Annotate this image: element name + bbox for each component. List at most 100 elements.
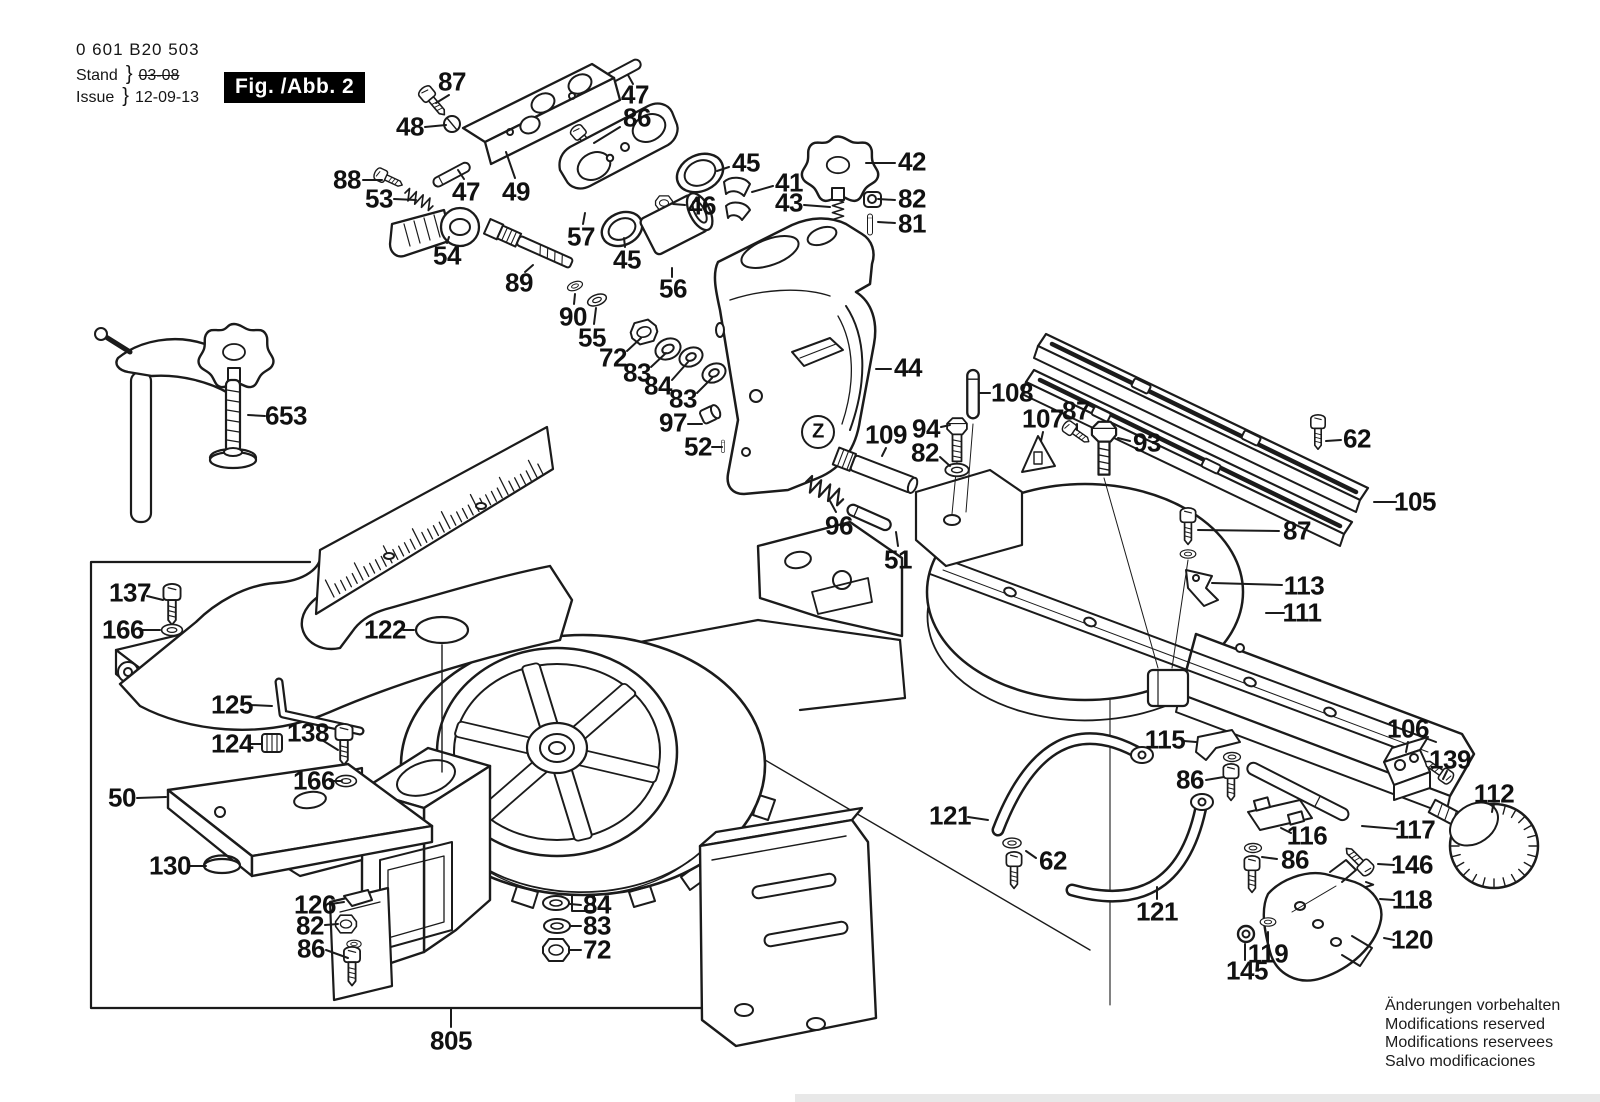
shaft-89-group <box>482 152 751 453</box>
bushing-56 <box>639 192 714 256</box>
pawl-115 <box>1195 729 1241 761</box>
screw-62 <box>1005 850 1023 890</box>
bearing-shell-41 <box>725 201 751 221</box>
part-label-54: 54 <box>433 240 461 271</box>
part-label-72: 72 <box>583 934 611 965</box>
part-label-116: 116 <box>1286 820 1328 851</box>
bolt-93 <box>1090 420 1118 476</box>
part-label-124: 124 <box>211 728 253 759</box>
part-label-62: 62 <box>1343 423 1371 454</box>
part-label-44: 44 <box>894 352 922 383</box>
fence-assembly <box>118 425 574 731</box>
part-label-47: 47 <box>621 79 649 110</box>
bearing-shell-41 <box>723 176 751 197</box>
detent-block <box>1146 668 1190 708</box>
washer-83 <box>543 918 571 934</box>
part-label-45: 45 <box>732 147 760 178</box>
part-label-121: 121 <box>1136 896 1178 927</box>
part-label-113: 113 <box>1283 570 1325 601</box>
part-label-50: 50 <box>108 782 136 813</box>
issue-value: 12-09-13 <box>134 89 199 106</box>
part-label-87: 87 <box>1062 395 1090 426</box>
part-label-82: 82 <box>911 437 939 468</box>
part-label-55: 55 <box>578 322 606 353</box>
part-label-126: 126 <box>294 889 336 920</box>
scale-ticks <box>324 459 544 598</box>
part-label-166: 166 <box>102 614 144 645</box>
washer-119 <box>1259 917 1277 927</box>
washer-90 <box>565 278 585 294</box>
screw-62 <box>1310 413 1326 451</box>
part-label-86: 86 <box>1281 844 1309 875</box>
part-label-53: 53 <box>365 183 393 214</box>
nut-72 <box>627 317 661 347</box>
part-label-125: 125 <box>211 689 253 720</box>
nut-145 <box>1236 924 1256 944</box>
spring-96 <box>801 473 848 508</box>
part-label-121: 121 <box>929 800 971 831</box>
part-label-105: 105 <box>1394 486 1436 517</box>
washer-55 <box>585 290 609 310</box>
part-label-49: 49 <box>502 176 530 207</box>
lever-120 <box>1262 859 1383 982</box>
part-label-130: 130 <box>149 850 191 881</box>
insert-124 <box>261 733 283 753</box>
block-106 <box>1383 736 1431 801</box>
part-label-81: 81 <box>898 208 926 239</box>
part-label-86: 86 <box>1176 764 1204 795</box>
part-label-43: 43 <box>775 187 803 218</box>
part-label-106: 106 <box>1387 713 1429 744</box>
part-label-108: 108 <box>991 377 1033 408</box>
part-label-120: 120 <box>1391 924 1433 955</box>
part-label-51: 51 <box>884 544 912 575</box>
washer-84 <box>542 895 570 911</box>
part-label-86: 86 <box>623 102 651 133</box>
part-label-97: 97 <box>659 407 687 438</box>
part-label-119: 119 <box>1247 938 1289 969</box>
part-label-89: 89 <box>505 267 533 298</box>
document-part-number: 0 601 B20 503 <box>76 40 200 59</box>
lock-lever-54 <box>371 165 481 258</box>
issue-row: Issue}12-09-13 <box>76 85 199 107</box>
part-label-83: 83 <box>669 383 697 414</box>
part-label-112: 112 <box>1473 778 1515 809</box>
figure-label: Fig. /Abb. 2 <box>224 72 366 103</box>
part-label-166: 166 <box>293 765 335 796</box>
part-label-52: 52 <box>684 431 712 462</box>
scale-plate <box>314 425 555 616</box>
part-label-41: 41 <box>775 167 803 198</box>
part-label-146: 146 <box>1391 849 1433 880</box>
part-label-87: 87 <box>438 66 466 97</box>
part-label-94: 94 <box>912 413 940 444</box>
washer <box>1179 549 1197 559</box>
part-label-805: 805 <box>430 1025 472 1056</box>
plate-116 <box>1247 799 1313 831</box>
part-label-111: 111 <box>1282 597 1322 628</box>
plug-122 <box>414 615 470 773</box>
part-label-145: 145 <box>1226 955 1268 986</box>
part-label-107: 107 <box>1022 403 1064 434</box>
base-extension-50 <box>166 762 434 878</box>
part-label-47: 47 <box>452 176 480 207</box>
brace: } <box>122 85 129 107</box>
part-label-137: 137 <box>109 577 151 608</box>
handwheel <box>435 646 679 858</box>
scan-artifact-strip <box>795 1094 1600 1102</box>
part-label-90: 90 <box>559 301 587 332</box>
pivot-casting-44 <box>713 217 877 496</box>
part-label-56: 56 <box>659 273 687 304</box>
part-label-48: 48 <box>396 111 424 142</box>
part-label-109: 109 <box>865 419 907 450</box>
stand-row: Stand}03-08 <box>76 63 180 85</box>
arm-support-bracket <box>756 520 904 638</box>
clip-126 <box>343 889 373 907</box>
washer-166 <box>160 623 184 637</box>
revision-notice-line: Modifications reserved <box>1385 1015 1546 1033</box>
shaft-109 <box>831 446 919 494</box>
part-label-62: 62 <box>1039 845 1067 876</box>
part-label-653: 653 <box>265 400 307 431</box>
pivot-block-assembly <box>415 56 679 190</box>
